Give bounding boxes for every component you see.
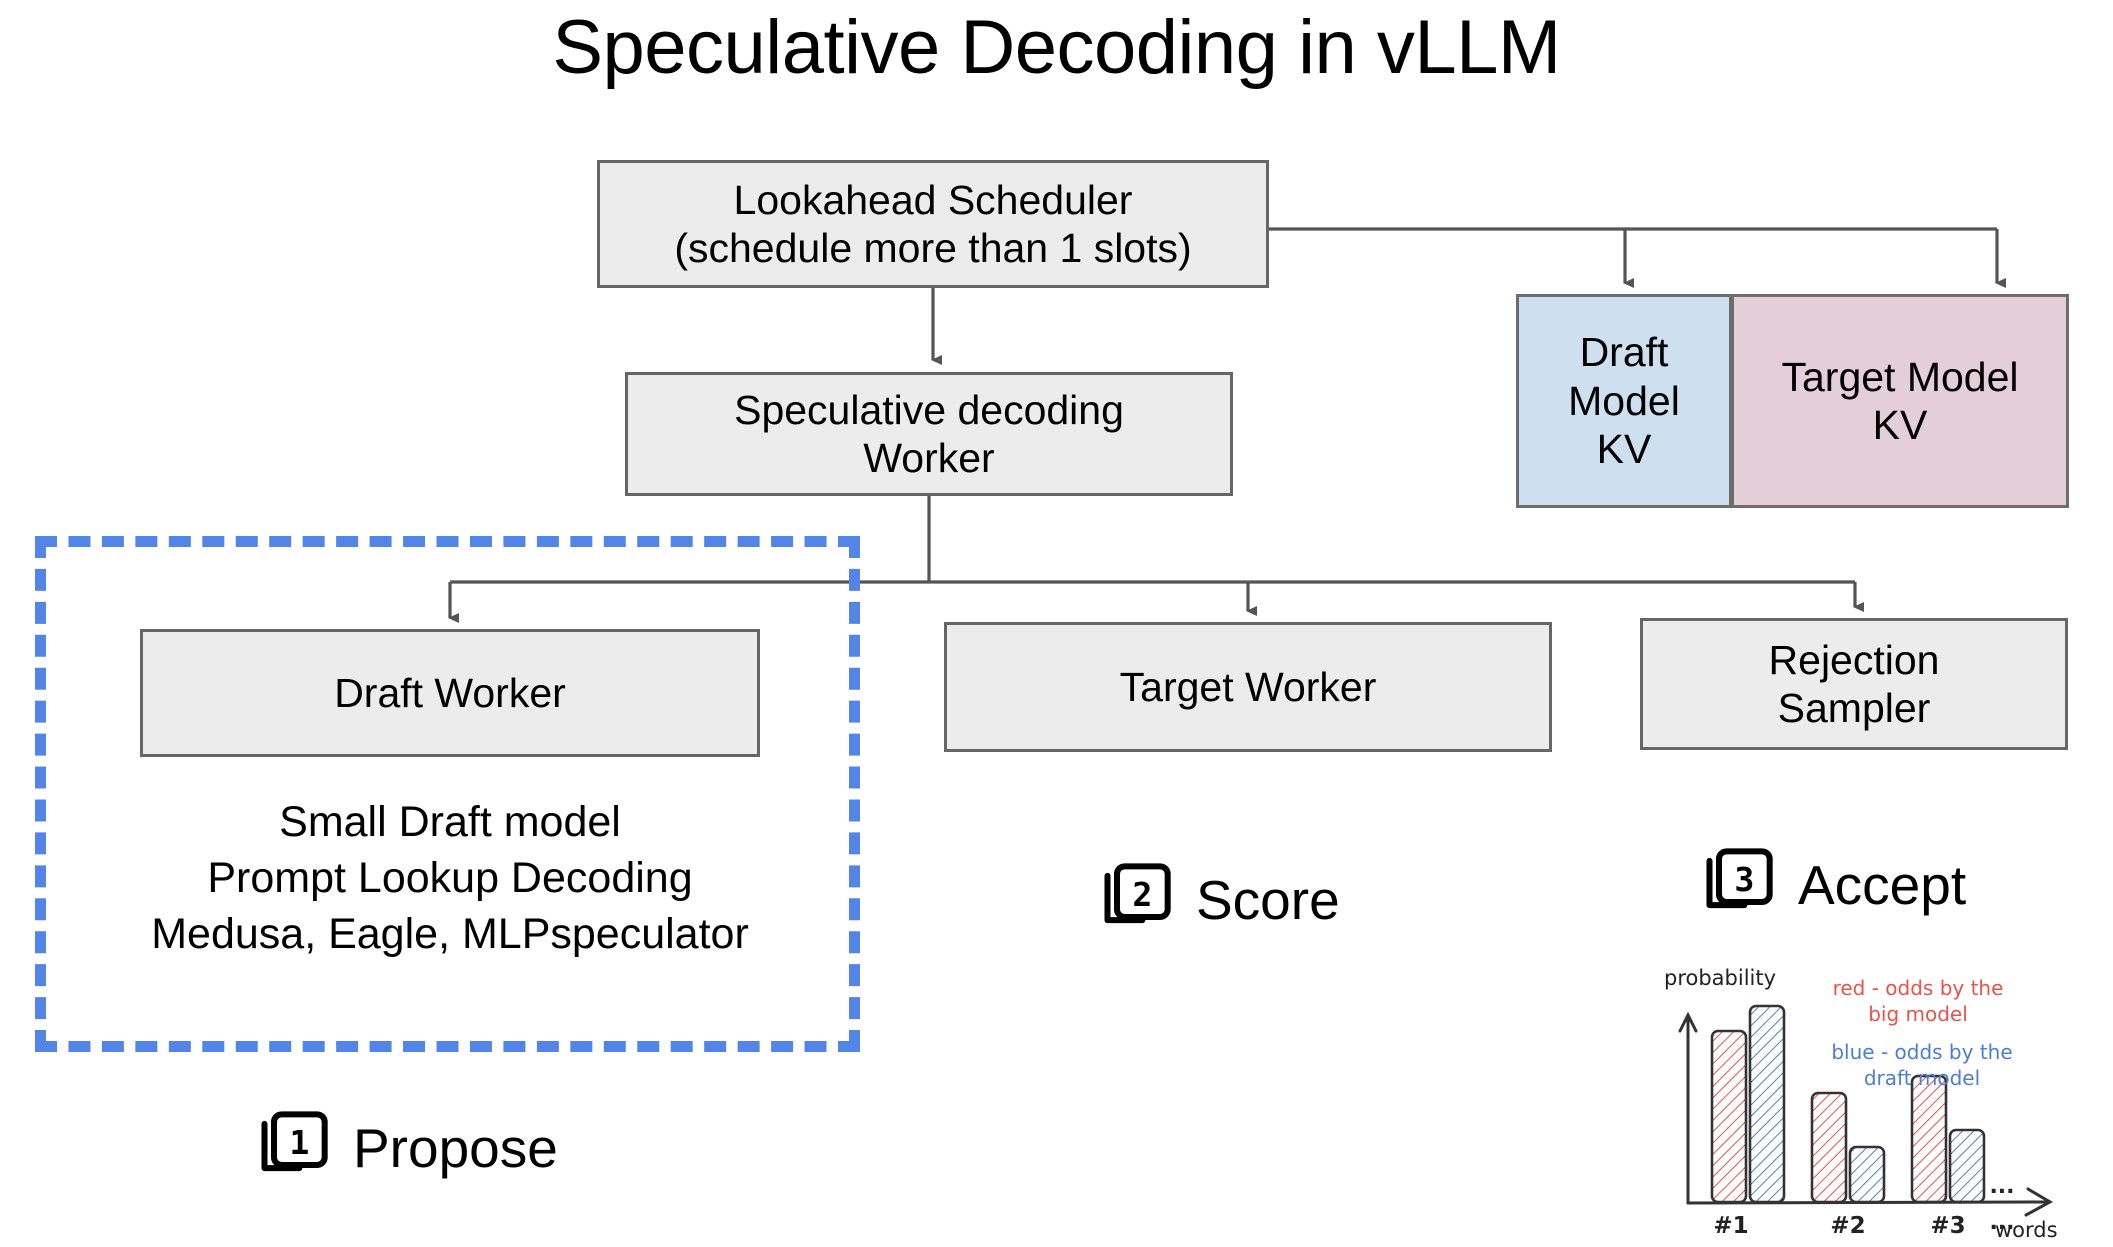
step-2-icon: 2 xyxy=(1098,860,1174,941)
bar-blue-3 xyxy=(1948,1128,1986,1204)
legend-blue-line2: draft model xyxy=(1864,1066,1980,1090)
node-target-model-kv[interactable]: Target Model KV xyxy=(1731,294,2069,508)
bar-red-1 xyxy=(1710,1029,1748,1204)
step-propose: 1 Propose xyxy=(255,1108,558,1189)
svg-text:3: 3 xyxy=(1734,860,1754,899)
node-draft-model-kv[interactable]: Draft Model KV xyxy=(1516,294,1732,508)
step-3-icon: 3 xyxy=(1700,845,1776,926)
chart-ellipsis-top: ... xyxy=(1989,1174,2014,1199)
bar-red-3 xyxy=(1910,1074,1948,1204)
kv-target-line2: KV xyxy=(1872,402,1928,448)
svg-text:2: 2 xyxy=(1132,875,1152,914)
legend-blue-line1: blue - odds by the xyxy=(1831,1040,2012,1064)
chart-legend-blue: blue - odds by the draft model xyxy=(1831,1040,2012,1090)
kv-draft-line3: KV xyxy=(1596,426,1652,473)
chart-ylabel: probability xyxy=(1664,966,1776,990)
step-2-label: Score xyxy=(1196,869,1340,931)
bar-red-2 xyxy=(1810,1091,1848,1204)
kv-target-line1: Target Model xyxy=(1781,353,2019,400)
node-rejection-line2: Sampler xyxy=(1777,685,1931,731)
node-rejection-line1: Rejection xyxy=(1768,636,1940,683)
step-1-icon: 1 xyxy=(255,1108,331,1189)
bar-blue-2 xyxy=(1848,1145,1886,1204)
svg-text:1: 1 xyxy=(289,1123,309,1162)
kv-draft-line1: Draft xyxy=(1579,329,1669,376)
node-target-worker[interactable]: Target Worker xyxy=(944,622,1552,752)
step-score: 2 Score xyxy=(1098,860,1340,941)
chart-tick-2: #2 xyxy=(1830,1213,1865,1239)
bar-blue-1 xyxy=(1748,1004,1786,1204)
chart-tick-1: #1 xyxy=(1713,1213,1748,1239)
chart-tick-3: #3 xyxy=(1930,1213,1965,1239)
chart-legend-red: red - odds by the big model xyxy=(1833,976,2004,1026)
draft-worker-methods-note: Small Draft model Prompt Lookup Decoding… xyxy=(151,798,749,958)
chart-ellipsis-bottom: ... xyxy=(1989,1210,2014,1235)
node-draft-worker-label: Draft Worker xyxy=(334,669,566,716)
kv-draft-line2: Model xyxy=(1568,377,1680,424)
node-lookahead-scheduler[interactable]: Lookahead Scheduler (schedule more than … xyxy=(597,160,1269,288)
node-spec-worker-line2: Worker xyxy=(863,435,995,481)
chart-bars xyxy=(1710,1004,1986,1204)
node-target-worker-label: Target Worker xyxy=(1119,663,1377,710)
probability-bar-chart: probability words #1 #2 #3 ... ... red -… xyxy=(1650,945,2100,1245)
node-speculative-decoding-worker[interactable]: Speculative decoding Worker xyxy=(625,372,1233,496)
node-draft-worker[interactable]: Draft Worker xyxy=(140,629,760,757)
page-title: Speculative Decoding in vLLM xyxy=(552,5,1561,90)
legend-red-line2: big model xyxy=(1868,1002,1968,1026)
step-accept: 3 Accept xyxy=(1700,845,1966,926)
legend-red-line1: red - odds by the xyxy=(1833,976,2004,1000)
chart-xlabel: words xyxy=(1995,1218,2058,1242)
node-spec-worker-line1: Speculative decoding xyxy=(734,386,1124,433)
node-lookahead-line2: (schedule more than 1 slots) xyxy=(674,225,1192,271)
step-1-label: Propose xyxy=(353,1117,558,1179)
node-rejection-sampler[interactable]: Rejection Sampler xyxy=(1640,618,2068,750)
step-3-label: Accept xyxy=(1798,854,1967,916)
propose-highlight-box xyxy=(35,536,860,1052)
node-lookahead-line1: Lookahead Scheduler xyxy=(733,176,1133,223)
